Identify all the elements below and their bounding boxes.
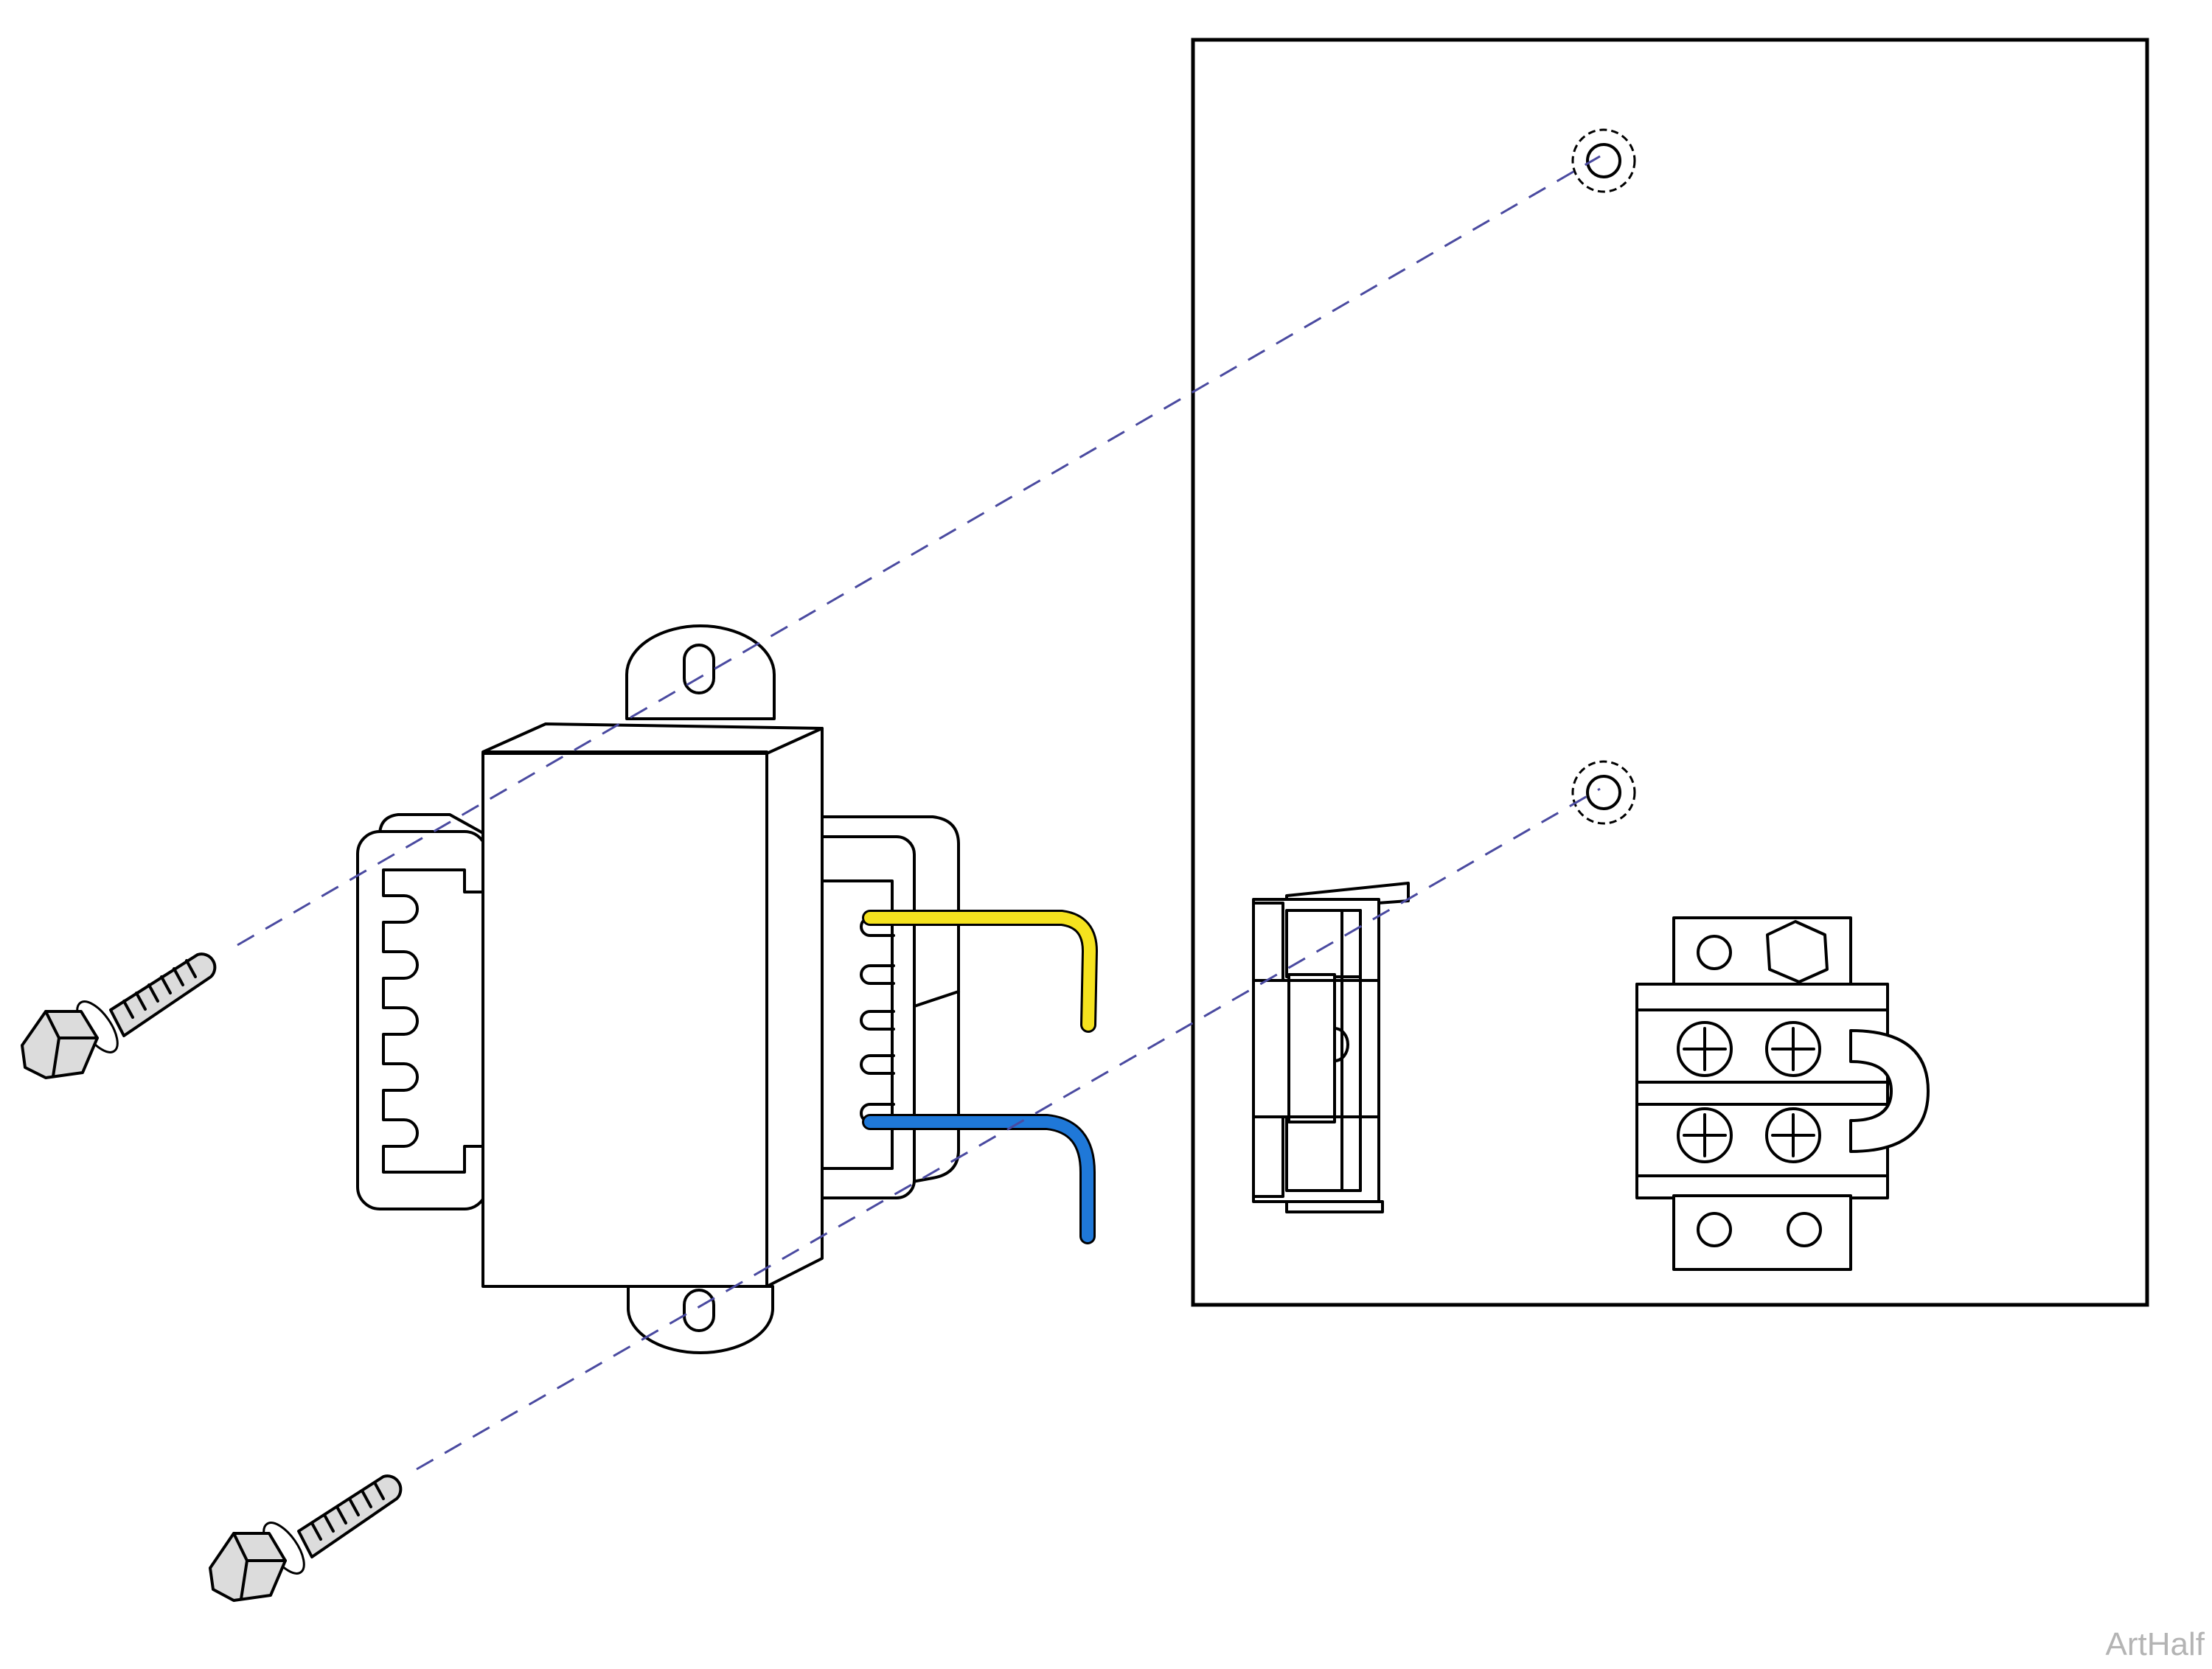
terminal-screw-3 — [1677, 1107, 1733, 1163]
terminal-screw-2 — [1765, 1021, 1821, 1077]
star-washer-top — [1571, 128, 1636, 193]
centerline-lower — [416, 787, 1601, 1471]
terminal-screw-1 — [1677, 1021, 1733, 1077]
centerline-upper — [237, 155, 1601, 947]
terminal-block — [1635, 916, 1930, 1271]
yellow-wire — [862, 910, 1098, 1033]
transformer-mount-ear-top — [625, 624, 776, 720]
blue-wire — [862, 1114, 1096, 1244]
transformer-core — [481, 722, 824, 1288]
star-washer-bottom — [1571, 760, 1636, 825]
mounting-screw-upper — [21, 952, 217, 1079]
assembly-centerlines — [237, 155, 1601, 1471]
watermark: ArtHalf — [2105, 1626, 2205, 1662]
mounting-screw-lower — [209, 1474, 403, 1602]
transformer-mount-ear-bottom — [627, 1285, 774, 1354]
fuse-holder — [1252, 882, 1410, 1213]
terminal-screw-4 — [1765, 1107, 1821, 1163]
transformer-left-bobbin — [356, 813, 488, 1210]
